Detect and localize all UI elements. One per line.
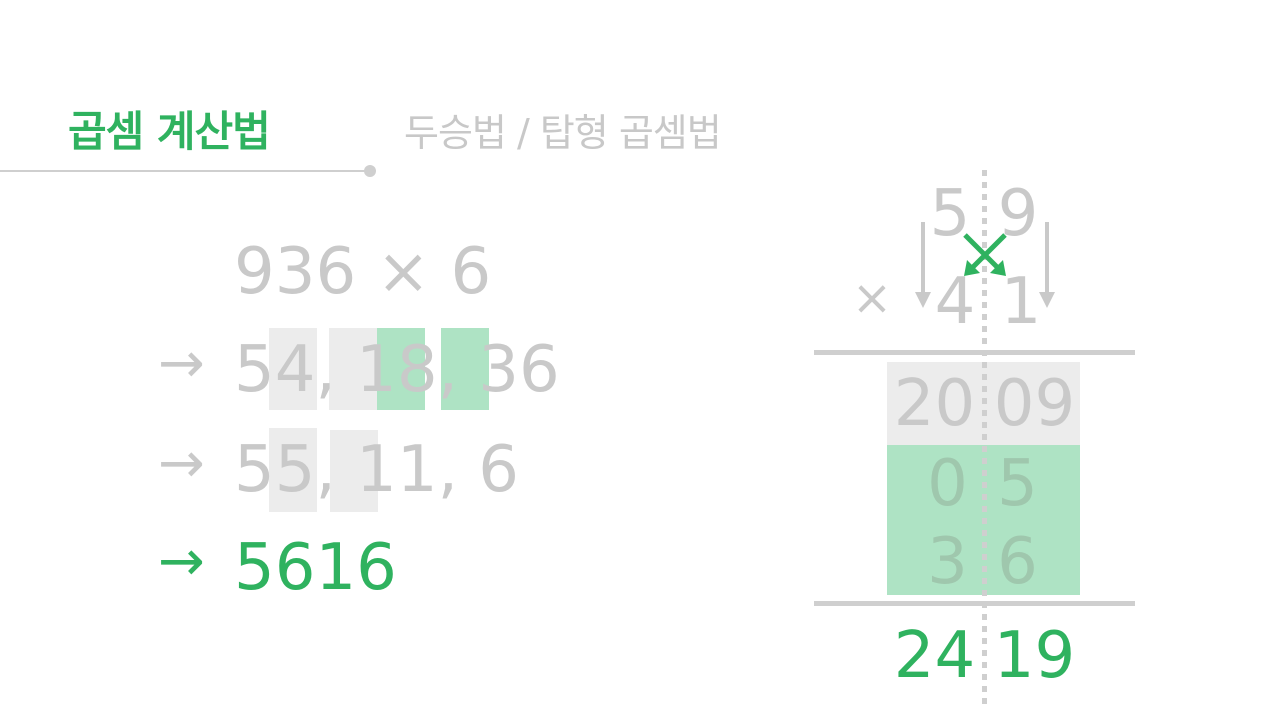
- partial-row-3-left: 3: [927, 525, 968, 599]
- partial-row-2-right: 5: [997, 447, 1038, 521]
- step-arrow: →: [158, 331, 205, 396]
- times-sign: ×: [851, 270, 893, 326]
- bottom-digit: 4: [934, 265, 976, 339]
- partial-row-3-right: 6: [997, 525, 1038, 599]
- title-divider: [0, 170, 370, 172]
- operand-rule: [814, 350, 1135, 355]
- answer-left: 24: [893, 619, 976, 693]
- top-digit: 9: [997, 177, 1039, 251]
- bottom-digit: 1: [1000, 265, 1042, 339]
- problem-expression: 936 × 6: [234, 235, 492, 309]
- highlight-box: [329, 328, 377, 410]
- title-divider-dot: [364, 165, 376, 177]
- page-title: 곱셈 계산법: [68, 107, 271, 156]
- highlight-box: [441, 328, 489, 410]
- step-carried: 55, 11, 6: [234, 433, 519, 507]
- result-value: 5616: [234, 531, 397, 605]
- column-divider: [982, 170, 987, 705]
- partial-row-1-right: 09: [993, 367, 1076, 441]
- highlight-box: [269, 328, 317, 410]
- top-digit: 5: [929, 177, 971, 251]
- highlight-box: [330, 430, 378, 512]
- answer-right: 19: [993, 619, 1076, 693]
- highlight-box: [377, 328, 425, 410]
- partial-row-1-left: 20: [893, 367, 976, 441]
- highlight-box: [269, 428, 317, 512]
- partial-row-2-left: 0: [927, 447, 968, 521]
- step-arrow: →: [158, 431, 205, 496]
- sum-rule: [814, 601, 1135, 606]
- page-subtitle: 두승법 / 탑형 곱셈법: [404, 111, 722, 155]
- step-partial-products: 54, 18, 36: [234, 333, 560, 407]
- result-arrow: →: [158, 529, 205, 594]
